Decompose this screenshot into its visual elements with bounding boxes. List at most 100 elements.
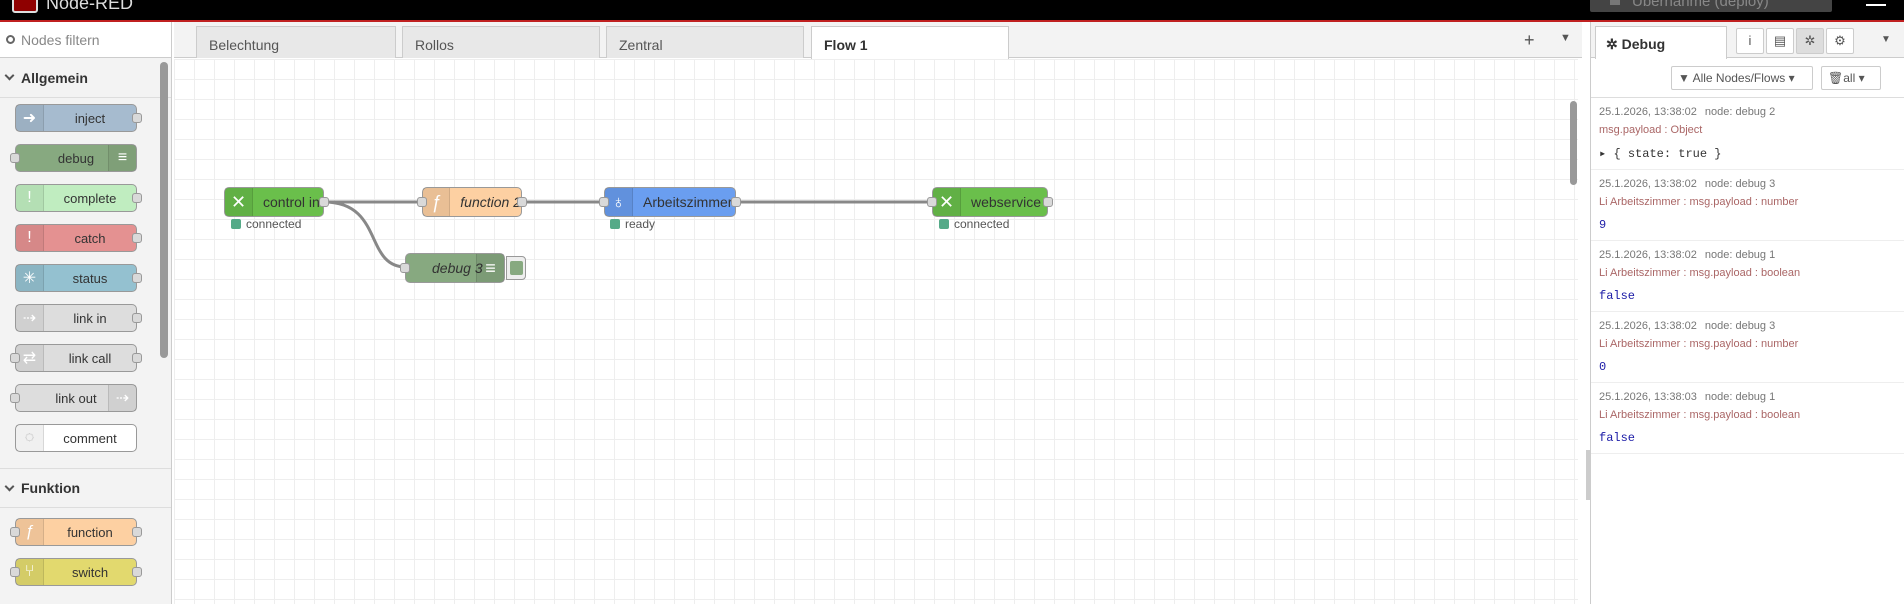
output-port[interactable] <box>319 197 329 207</box>
palette-node-comment[interactable]: ◌comment <box>15 424 137 452</box>
debug-tab-button[interactable]: ✲ <box>1796 28 1824 54</box>
node-label: Arbeitszimmer <box>643 194 733 210</box>
workspace-scrollbar[interactable] <box>1570 101 1577 185</box>
message-topic: Li Arbeitszimmer : msg.payload : number <box>1599 196 1799 208</box>
tab-debug[interactable]: ✲ Debug <box>1595 26 1727 59</box>
message-topic: Li Arbeitszimmer : msg.payload : boolean <box>1599 409 1801 421</box>
palette-node-complete[interactable]: !complete <box>15 184 142 212</box>
sidebar-tabs: ✲ Debug i ▤ ✲ ⚙ ▼ <box>1591 22 1904 59</box>
tab-menu-icon[interactable]: ▼ <box>1560 32 1571 44</box>
input-port[interactable] <box>927 197 937 207</box>
workspace: Belechtung Rollos Zentral Flow 1 + ▼ ✕co… <box>174 22 1582 604</box>
debug-icon: ≡ <box>476 254 504 282</box>
palette-node-link-out[interactable]: link out ⇢ <box>10 384 137 412</box>
sidebar-resize-handle[interactable] <box>1586 450 1592 500</box>
node-label: link call <box>68 350 112 366</box>
deploy-label: Übernahme (deploy) <box>1632 0 1769 10</box>
message-time: 25.1.2026, 13:38:02 <box>1599 106 1697 118</box>
lightbulb-icon: ♁ <box>605 188 633 216</box>
bug-icon: ✲ <box>1804 33 1816 48</box>
help-tab-button[interactable]: ▤ <box>1766 28 1794 54</box>
tab-flow-1[interactable]: Flow 1 <box>811 26 1009 59</box>
app-logo: Node-RED <box>12 0 133 14</box>
info-tab-button[interactable]: i <box>1736 28 1764 54</box>
chevron-down-icon[interactable]: ▼ <box>1881 34 1891 45</box>
message-node[interactable]: node: debug 1 <box>1704 391 1776 403</box>
output-port <box>132 233 142 243</box>
message-time: 25.1.2026, 13:38:02 <box>1599 178 1697 190</box>
palette-node-catch[interactable]: ! catch <box>15 224 142 252</box>
clear-messages-button[interactable]: 🗑all ▾ <box>1821 66 1881 90</box>
output-port[interactable] <box>1043 197 1053 207</box>
message-node[interactable]: node: debug 1 <box>1704 249 1776 261</box>
flow-node-arbeitszimmer[interactable]: ♁ Arbeitszimmer <box>599 187 741 217</box>
gear-icon: ⚙ <box>1834 33 1846 48</box>
x-icon: ✕ <box>933 188 961 216</box>
message-topic: Li Arbeitszimmer : msg.payload : boolean <box>1599 267 1801 279</box>
link-out-icon: ⇢ <box>108 385 136 411</box>
filter-nodes-button[interactable]: ▼ Alle Nodes/Flows ▾ <box>1671 66 1813 90</box>
palette-node-inject[interactable]: ➜inject <box>15 104 142 132</box>
palette-category-funktion[interactable]: Funktion <box>0 468 171 508</box>
chevron-down-icon <box>4 481 15 491</box>
palette-node-debug[interactable]: debug≡ <box>10 144 137 172</box>
debug-toggle-indicator <box>510 261 523 275</box>
tab-rollos[interactable]: Rollos <box>402 26 600 58</box>
palette-node-switch[interactable]: ⑂switch <box>10 558 142 586</box>
palette-node-link-call[interactable]: ⇄link call <box>10 344 142 372</box>
input-port[interactable] <box>400 263 410 273</box>
message-node[interactable]: node: debug 3 <box>1704 320 1776 332</box>
message-node[interactable]: node: debug 3 <box>1704 178 1776 190</box>
message-value-object[interactable]: ▸ { state: true } <box>1599 146 1904 161</box>
palette-scrollbar[interactable] <box>160 62 168 358</box>
flow-node-webservice[interactable]: ✕ webservice <box>927 187 1053 217</box>
node-label: link out <box>55 390 97 406</box>
node-label: switch <box>71 564 109 580</box>
palette-search-input[interactable]: Nodes filtern <box>21 31 100 48</box>
message-node[interactable]: node: debug 2 <box>1704 106 1776 118</box>
palette-node-link-in[interactable]: ⇢link in <box>15 304 142 332</box>
tab-zentral[interactable]: Zentral <box>606 26 804 58</box>
wire[interactable] <box>323 200 407 269</box>
config-tab-button[interactable]: ⚙ <box>1826 28 1854 54</box>
output-port[interactable] <box>731 197 741 207</box>
node-label: debug <box>57 150 95 166</box>
category-label: Funktion <box>21 480 81 496</box>
input-port <box>10 153 20 163</box>
tab-belechtung[interactable]: Belechtung <box>196 26 396 58</box>
deploy-button[interactable]: Übernahme (deploy) <box>1590 0 1832 12</box>
palette-node-status[interactable]: ✳status <box>15 264 142 292</box>
info-icon: i <box>1748 33 1752 48</box>
node-status: connected <box>939 217 1009 231</box>
function-icon: ƒ <box>423 188 451 216</box>
main-menu-button[interactable] <box>1866 0 1886 6</box>
status-label: ready <box>625 217 656 231</box>
message-time: 25.1.2026, 13:38:03 <box>1599 391 1697 403</box>
input-port <box>10 353 20 363</box>
flow-node-debug-3[interactable]: debug 3 ≡ <box>400 253 505 283</box>
output-port[interactable] <box>517 197 527 207</box>
message-time: 25.1.2026, 13:38:02 <box>1599 320 1697 332</box>
output-port <box>132 273 142 283</box>
node-red-logo-icon <box>12 0 38 13</box>
debug-message: 25.1.2026, 13:38:02 node: debug 3 Li Arbe… <box>1591 170 1904 241</box>
input-port[interactable] <box>417 197 427 207</box>
input-port[interactable] <box>599 197 609 207</box>
palette-category-allgemein[interactable]: Allgemein <box>0 58 171 98</box>
node-label: webservice <box>971 194 1042 210</box>
exclamation-icon: ! <box>16 225 44 251</box>
inject-icon: ➜ <box>16 105 44 131</box>
flow-node-control-in[interactable]: ✕control in <box>224 187 329 217</box>
debug-toggle-button[interactable] <box>506 256 526 280</box>
expand-caret-icon[interactable]: ▸ <box>1599 147 1614 161</box>
node-label: catch <box>74 230 106 246</box>
workspace-tabs: Belechtung Rollos Zentral Flow 1 + ▼ <box>174 22 1582 59</box>
wires <box>323 200 934 269</box>
palette-search[interactable]: Nodes filtern <box>0 22 171 58</box>
message-value: 9 <box>1599 218 1607 232</box>
add-flow-icon[interactable]: + <box>1524 30 1535 50</box>
